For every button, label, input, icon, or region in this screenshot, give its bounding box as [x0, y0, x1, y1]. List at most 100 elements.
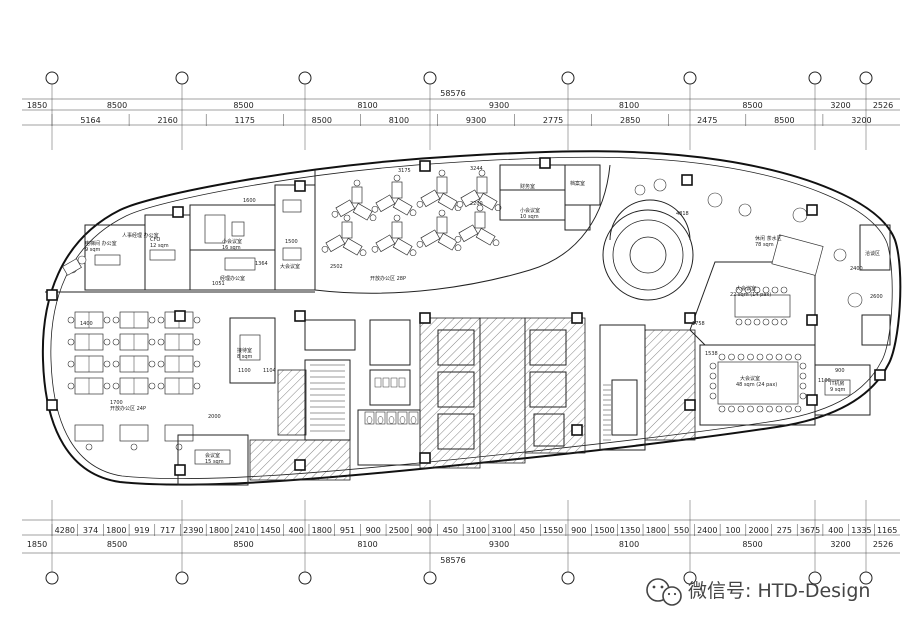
top-left-offices: [45, 184, 316, 293]
chair: [775, 405, 783, 413]
inner-dim-12: 1104: [263, 368, 276, 374]
inner-dim-4: 1600: [243, 198, 256, 204]
pinwheel-workstation: [416, 169, 462, 212]
top-dim-row2-3: 8500: [312, 116, 332, 125]
chair: [193, 316, 201, 324]
inner-dim-15: 1758: [692, 321, 705, 327]
column: [571, 312, 583, 324]
bottom-dim-row2-4: 9300: [489, 540, 509, 549]
pinwheel-workstation: [321, 214, 367, 257]
top-dim-row2-4: 8100: [389, 116, 409, 125]
top-dim-row2-9: 8500: [774, 116, 794, 125]
room-label-r4: 小会议室: [222, 238, 242, 245]
chair: [148, 360, 156, 368]
chair: [780, 318, 788, 326]
bottom-dim-row1-0: 4280: [55, 526, 75, 535]
watermark-text: 微信号: HTD-Design: [688, 580, 870, 602]
axis-bubble-bottom: [423, 571, 437, 585]
top-dim-row1-6: 8500: [742, 101, 762, 110]
bottom-dim-row2-1: 8500: [107, 540, 127, 549]
bottom-dim-row1-9: 400: [288, 526, 303, 535]
building-outline: [41, 150, 902, 486]
wechat-icon: [646, 578, 682, 606]
chair: [130, 443, 138, 451]
inner-dimension-labels: 3175 3244 2502 2200 1600 1500 1364 1051 …: [80, 166, 883, 420]
column: [681, 174, 693, 186]
urinal: [374, 377, 382, 388]
room-labels: 电梯间 办公室 9 sqm CFO 12 sqm 人事经理 办公室 小会议室 1…: [85, 180, 880, 465]
wechat-watermark: 微信号: HTD-Design: [646, 578, 870, 606]
axis-bubble-bottom: [45, 571, 59, 585]
column: [419, 452, 431, 464]
room-label-r20: IT机房: [830, 380, 845, 387]
chair: [756, 405, 764, 413]
chair: [737, 353, 745, 361]
chair: [762, 318, 770, 326]
inner-dim-8: 1400: [80, 321, 93, 327]
room-sub-r19: 8 sqm: [237, 354, 253, 360]
chair: [103, 382, 111, 390]
inner-dim-13: 2600: [870, 294, 883, 300]
room-sub-r4: 16 sqm: [222, 245, 241, 251]
pinwheel-workstation: [454, 204, 500, 247]
axis-bubble-top: [45, 71, 59, 85]
workstation-desk: [74, 424, 104, 442]
room-label-r7: 开放办公区 28P: [370, 275, 406, 282]
room-label-r14: 财务室: [520, 183, 535, 190]
grid-axes: [45, 71, 873, 585]
bottom-dim-row1-10: 1800: [312, 526, 332, 535]
bottom-dim-row1-2: 1800: [106, 526, 126, 535]
column: [46, 289, 58, 301]
chair: [766, 405, 773, 413]
room-sub-r20: 9 sqm: [830, 387, 846, 393]
chair: [799, 392, 807, 400]
room-sub-r11: 48 sqm (24 pax): [736, 382, 777, 388]
axis-bubble-top: [859, 71, 873, 85]
inner-dim-7: 1051: [212, 281, 225, 287]
room-label-r11: 大会议室: [740, 375, 760, 382]
chair: [157, 382, 165, 390]
chair: [785, 405, 792, 413]
chair: [148, 338, 156, 346]
column: [294, 310, 306, 322]
bottom-dim-row2-2: 8500: [233, 540, 253, 549]
top-dim-row1-1: 8500: [107, 101, 127, 110]
column: [174, 464, 186, 476]
bottom-dim-row1-13: 2500: [389, 526, 409, 535]
bottom-dim-row1-6: 1800: [209, 526, 229, 535]
chair: [728, 353, 735, 361]
chair: [103, 360, 111, 368]
top-dim-row1-3: 8100: [357, 101, 377, 110]
top-dim-row1-5: 8100: [619, 101, 639, 110]
top-dim-row2-6: 2775: [543, 116, 563, 125]
chair: [735, 318, 743, 326]
chair: [709, 382, 717, 390]
chair: [103, 316, 111, 324]
room-sub-r18: 15 sqm: [205, 459, 224, 465]
chair: [744, 318, 752, 326]
chair: [148, 382, 156, 390]
axis-bubble-top: [683, 71, 697, 85]
chair: [67, 382, 75, 390]
room-label-r6: 经理办公室: [220, 275, 245, 282]
room-label-r13: 洽谈区: [865, 250, 880, 257]
chair: [799, 382, 807, 390]
bottom-total-dimension: 58576: [440, 556, 465, 565]
chair: [112, 338, 120, 346]
bottom-dim-row1-29: 3675: [800, 526, 820, 535]
structural-columns: [46, 157, 886, 476]
axis-bubble-bottom: [298, 571, 312, 585]
urinal: [390, 377, 398, 388]
chair: [744, 286, 752, 294]
column: [172, 206, 184, 218]
column: [571, 424, 583, 436]
room-sub-r2: 12 sqm: [150, 243, 169, 249]
bottom-dim-row1-5: 2390: [183, 526, 203, 535]
chair: [85, 443, 93, 451]
bottom-dim-row1-20: 900: [571, 526, 586, 535]
chair: [771, 318, 779, 326]
chair: [157, 360, 165, 368]
chair: [794, 405, 802, 413]
column: [539, 157, 551, 169]
